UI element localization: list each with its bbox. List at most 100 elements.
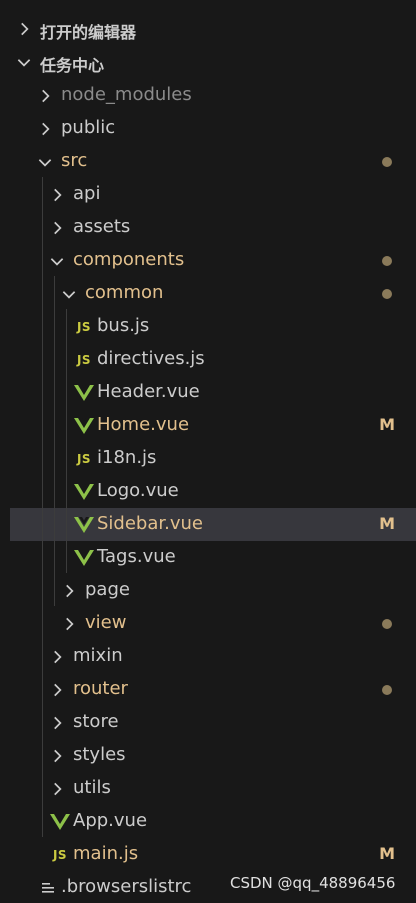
chevron-right-icon[interactable] — [60, 582, 78, 600]
tree-item-label: utils — [73, 777, 111, 798]
js-badge: JS — [76, 452, 92, 466]
js-badge: JS — [52, 848, 68, 862]
chevron-down-icon[interactable] — [48, 252, 66, 270]
config-file-icon — [38, 878, 58, 898]
open-editors-header[interactable]: 打开的编辑器 — [0, 12, 416, 45]
folder-row[interactable]: page — [0, 574, 416, 607]
js-file-icon: JS — [74, 350, 94, 370]
git-status-badge: M — [379, 844, 395, 863]
file-row[interactable]: JS bus.js — [0, 310, 416, 343]
vue-logo-icon — [74, 550, 94, 566]
folder-row[interactable]: src — [0, 145, 416, 178]
vue-file-icon — [50, 812, 70, 832]
js-file-icon: JS — [74, 317, 94, 337]
js-file-icon: JS — [50, 845, 70, 865]
folder-row[interactable]: mixin — [0, 640, 416, 673]
modified-dot-icon — [382, 256, 392, 266]
tree-item-label: styles — [73, 744, 126, 765]
workspace-header[interactable]: 任务中心 — [0, 45, 416, 78]
file-row[interactable]: App.vue — [0, 805, 416, 838]
folder-row[interactable]: store — [0, 706, 416, 739]
chevron-right-icon[interactable] — [60, 615, 78, 633]
tree-item-label: api — [73, 183, 101, 204]
tree-item-label: page — [85, 579, 130, 600]
tree-item-label: public — [61, 117, 116, 138]
tree-item-label: src — [61, 150, 88, 171]
vue-logo-icon — [74, 484, 94, 500]
js-file-icon: JS — [74, 449, 94, 469]
indent-guide — [42, 177, 43, 837]
tree-item-label: store — [73, 711, 119, 732]
tree-item-label: common — [85, 282, 164, 303]
tree-item-label: router — [73, 678, 128, 699]
tree-item-label: Sidebar.vue — [97, 513, 203, 534]
file-row[interactable]: Tags.vue — [0, 541, 416, 574]
tree-item-label: Home.vue — [97, 414, 190, 435]
folder-row[interactable]: router — [0, 673, 416, 706]
tree-item-label: directives.js — [97, 348, 205, 369]
git-status-badge: M — [379, 514, 395, 533]
chevron-right-icon[interactable] — [48, 747, 66, 765]
modified-dot-icon — [382, 157, 392, 167]
tree-item-label: mixin — [73, 645, 123, 666]
tree-item-label: components — [73, 249, 185, 270]
chevron-right-icon[interactable] — [48, 186, 66, 204]
lines-icon — [42, 883, 54, 893]
folder-row[interactable]: styles — [0, 739, 416, 772]
indent-guide — [54, 276, 55, 606]
chevron-right-icon[interactable] — [48, 681, 66, 699]
chevron-down-icon[interactable] — [60, 285, 78, 303]
indent-guide — [66, 309, 67, 573]
folder-row[interactable]: public — [0, 112, 416, 145]
watermark: CSDN @qq_48896456 — [230, 874, 396, 892]
file-row[interactable]: Header.vue — [0, 376, 416, 409]
tree-item-label: App.vue — [73, 810, 148, 831]
open-editors-title: 打开的编辑器 — [40, 23, 137, 42]
vue-file-icon — [74, 383, 94, 403]
chevron-right-icon[interactable] — [48, 780, 66, 798]
folder-row[interactable]: utils — [0, 772, 416, 805]
vue-logo-icon — [74, 517, 94, 533]
tree-item-label: Logo.vue — [97, 480, 179, 501]
folder-row[interactable]: view — [0, 607, 416, 640]
chevron-down-icon[interactable] — [36, 153, 54, 171]
folder-row[interactable]: assets — [0, 211, 416, 244]
folder-row[interactable]: api — [0, 178, 416, 211]
file-row[interactable]: Sidebar.vue M — [10, 508, 416, 541]
file-row[interactable]: .browserslistrc — [0, 871, 416, 903]
workspace-title: 任务中心 — [40, 56, 105, 75]
vue-file-icon — [74, 416, 94, 436]
chevron-down-icon — [17, 59, 31, 67]
tree-item-label: node_modules — [61, 84, 192, 105]
chevron-right-icon — [21, 22, 29, 36]
tree-item-label: Header.vue — [97, 381, 200, 402]
folder-row[interactable]: components — [0, 244, 416, 277]
vue-file-icon — [74, 548, 94, 568]
tree-item-label: bus.js — [97, 315, 150, 336]
tree-item-label: main.js — [73, 843, 139, 864]
file-row[interactable]: Home.vue M — [0, 409, 416, 442]
git-status-badge: M — [379, 415, 395, 434]
modified-dot-icon — [382, 619, 392, 629]
chevron-right-icon[interactable] — [48, 648, 66, 666]
vue-logo-icon — [74, 418, 94, 434]
chevron-right-icon[interactable] — [36, 120, 54, 138]
folder-row[interactable]: common — [0, 277, 416, 310]
modified-dot-icon — [382, 685, 392, 695]
tree-item-label: view — [85, 612, 127, 633]
vue-file-icon — [74, 482, 94, 502]
chevron-right-icon[interactable] — [48, 219, 66, 237]
tree-item-label: .browserslistrc — [61, 876, 192, 897]
modified-dot-icon — [382, 289, 392, 299]
js-badge: JS — [76, 320, 92, 334]
tree-item-label: assets — [73, 216, 131, 237]
vue-logo-icon — [50, 814, 70, 830]
chevron-right-icon[interactable] — [36, 87, 54, 105]
folder-row[interactable]: node_modules — [0, 79, 416, 112]
file-row[interactable]: Logo.vue — [0, 475, 416, 508]
chevron-right-icon[interactable] — [48, 714, 66, 732]
file-row[interactable]: JS main.js M — [0, 838, 416, 871]
